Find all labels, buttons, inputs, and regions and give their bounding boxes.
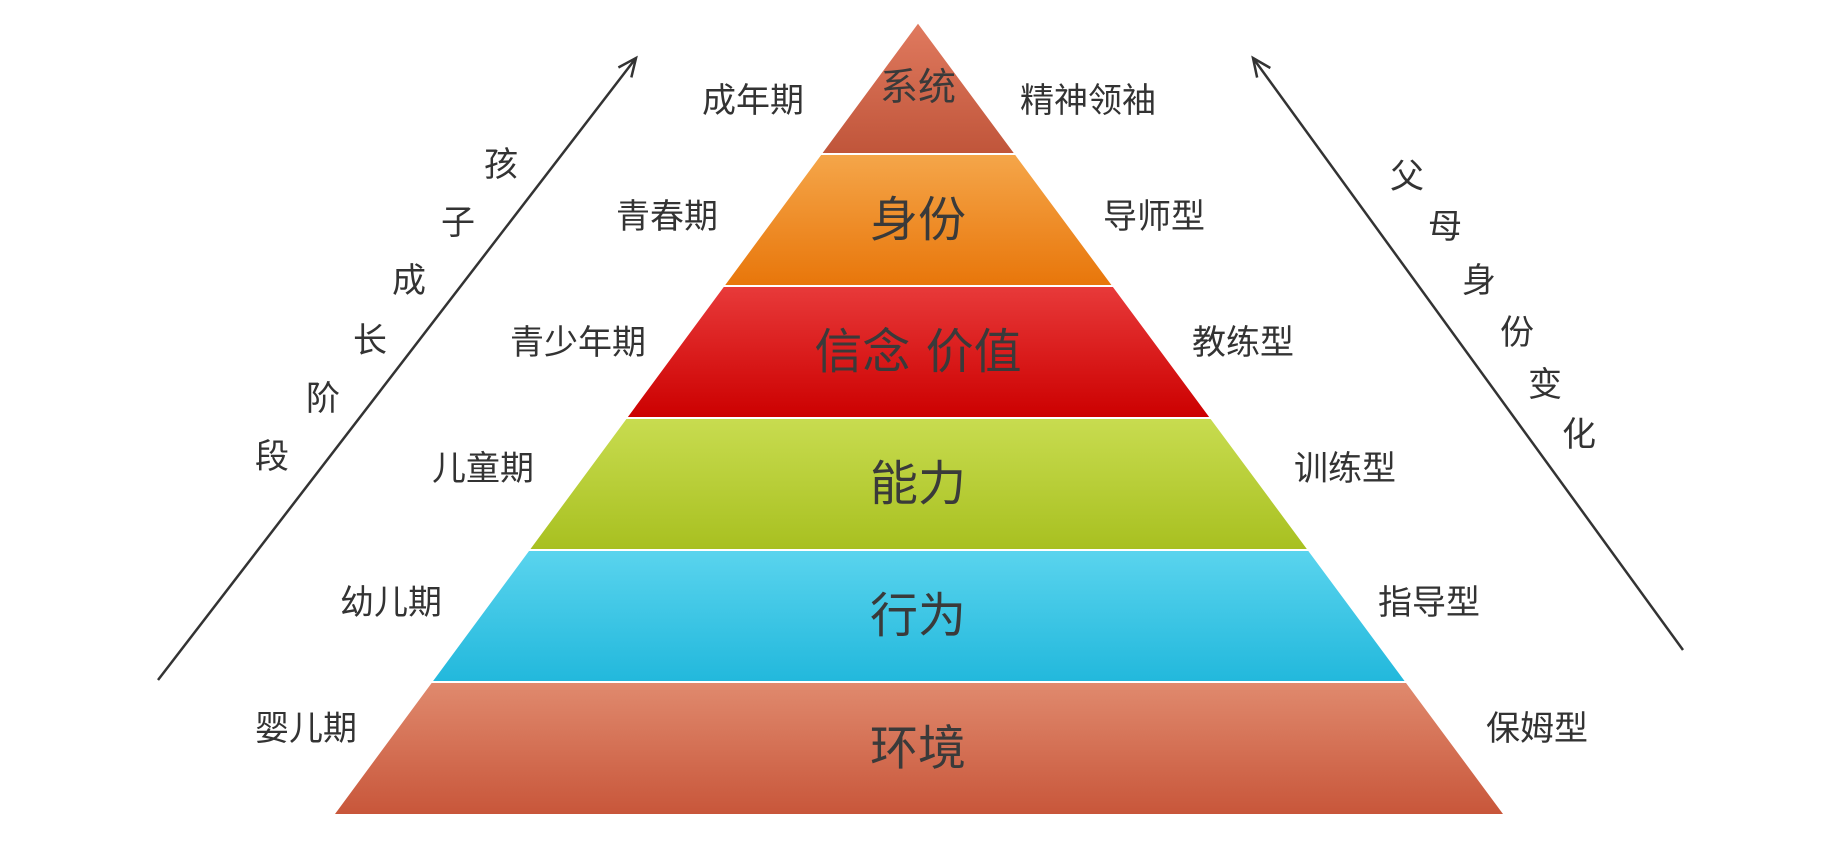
right-parent-arrow bbox=[1251, 57, 1685, 651]
stage-label-infant: 婴儿期 bbox=[255, 709, 357, 749]
right-axis-char: 份 bbox=[1500, 313, 1534, 353]
right-parent-arrow-head bbox=[1251, 55, 1271, 78]
left-growth-arrow-head bbox=[617, 55, 638, 78]
stage-label-adolescence: 青春期 bbox=[616, 197, 718, 237]
right-axis-char: 父 bbox=[1390, 157, 1424, 197]
pyramid-tier bbox=[331, 681, 1507, 816]
stage-label-childhood: 儿童期 bbox=[432, 449, 534, 489]
role-label-spiritual-leader: 精神领袖 bbox=[1020, 81, 1156, 121]
role-label-mentor: 导师型 bbox=[1103, 197, 1205, 237]
pyramid-tier-label: 身份 bbox=[870, 192, 966, 248]
pyramid-tier-label: 能力 bbox=[870, 456, 966, 512]
left-axis-char: 孩 bbox=[484, 145, 518, 185]
left-growth-arrow bbox=[157, 57, 637, 681]
right-axis-char: 身 bbox=[1462, 261, 1496, 301]
left-axis-char: 阶 bbox=[306, 379, 340, 419]
right-axis-char: 母 bbox=[1428, 207, 1462, 247]
left-axis-char: 段 bbox=[255, 437, 289, 477]
left-axis-char: 子 bbox=[441, 203, 475, 243]
left-axis-char: 长 bbox=[353, 321, 387, 361]
stage-label-toddler: 幼儿期 bbox=[340, 583, 442, 623]
stage-label-adult: 成年期 bbox=[702, 81, 804, 121]
role-label-guide: 指导型 bbox=[1378, 583, 1480, 623]
left-axis-char: 成 bbox=[392, 261, 426, 301]
right-axis-char: 化 bbox=[1562, 415, 1596, 455]
role-label-nanny: 保姆型 bbox=[1486, 709, 1588, 749]
pyramid-tier-label: 行为 bbox=[870, 588, 966, 644]
role-label-trainer: 训练型 bbox=[1294, 449, 1396, 489]
pyramid-tier-label: 系统 bbox=[880, 65, 956, 109]
pyramid-tier-label: 信念 价值 bbox=[814, 324, 1021, 380]
pyramid-tier-label: 环境 bbox=[870, 721, 966, 777]
stage-label-teen: 青少年期 bbox=[510, 323, 646, 363]
right-axis-char: 变 bbox=[1528, 365, 1562, 405]
role-label-coach: 教练型 bbox=[1192, 323, 1294, 363]
